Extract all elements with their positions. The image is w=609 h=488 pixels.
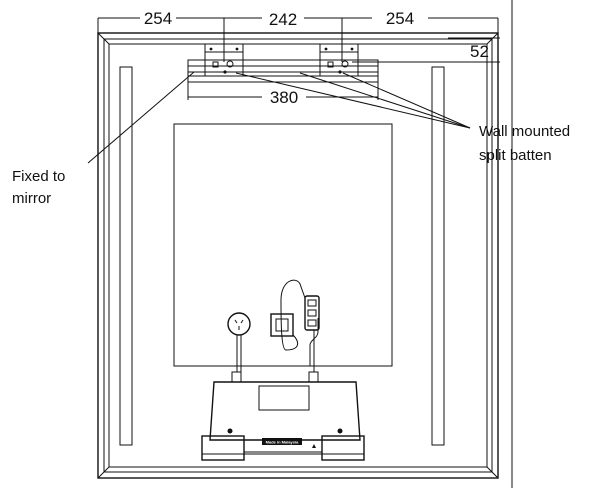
right-bracket <box>319 43 359 77</box>
callout-wall-batten-line2: split batten <box>479 147 552 164</box>
callout-wall-batten-line1: Wall mounted <box>479 123 570 140</box>
left-led-strip <box>119 66 133 446</box>
right-led-strip <box>431 66 445 446</box>
dim-left-span: 254 <box>144 9 172 28</box>
back-panel <box>173 123 393 367</box>
bottom-blocks <box>201 435 365 461</box>
mirror-frame <box>97 32 499 479</box>
made-in-label-plate <box>262 438 302 445</box>
split-batten-rail <box>187 59 379 83</box>
dim-batten-length: 380 <box>270 88 298 107</box>
made-in-label-text: Made in Malaysia <box>266 440 299 445</box>
dim-batten-offset: 52 <box>470 42 489 61</box>
driver-box <box>209 371 361 441</box>
power-plug-icon <box>227 312 251 372</box>
callout-fixed-to-mirror-line1: Fixed to <box>12 168 65 185</box>
cable-connector <box>280 279 320 372</box>
callout-fixed-to-mirror-line2: mirror <box>12 190 51 207</box>
dimension-lines <box>97 17 500 100</box>
dim-center-span: 242 <box>269 10 297 29</box>
left-bracket <box>204 43 244 77</box>
dim-right-span: 254 <box>386 9 414 28</box>
leader-lines <box>87 71 471 164</box>
